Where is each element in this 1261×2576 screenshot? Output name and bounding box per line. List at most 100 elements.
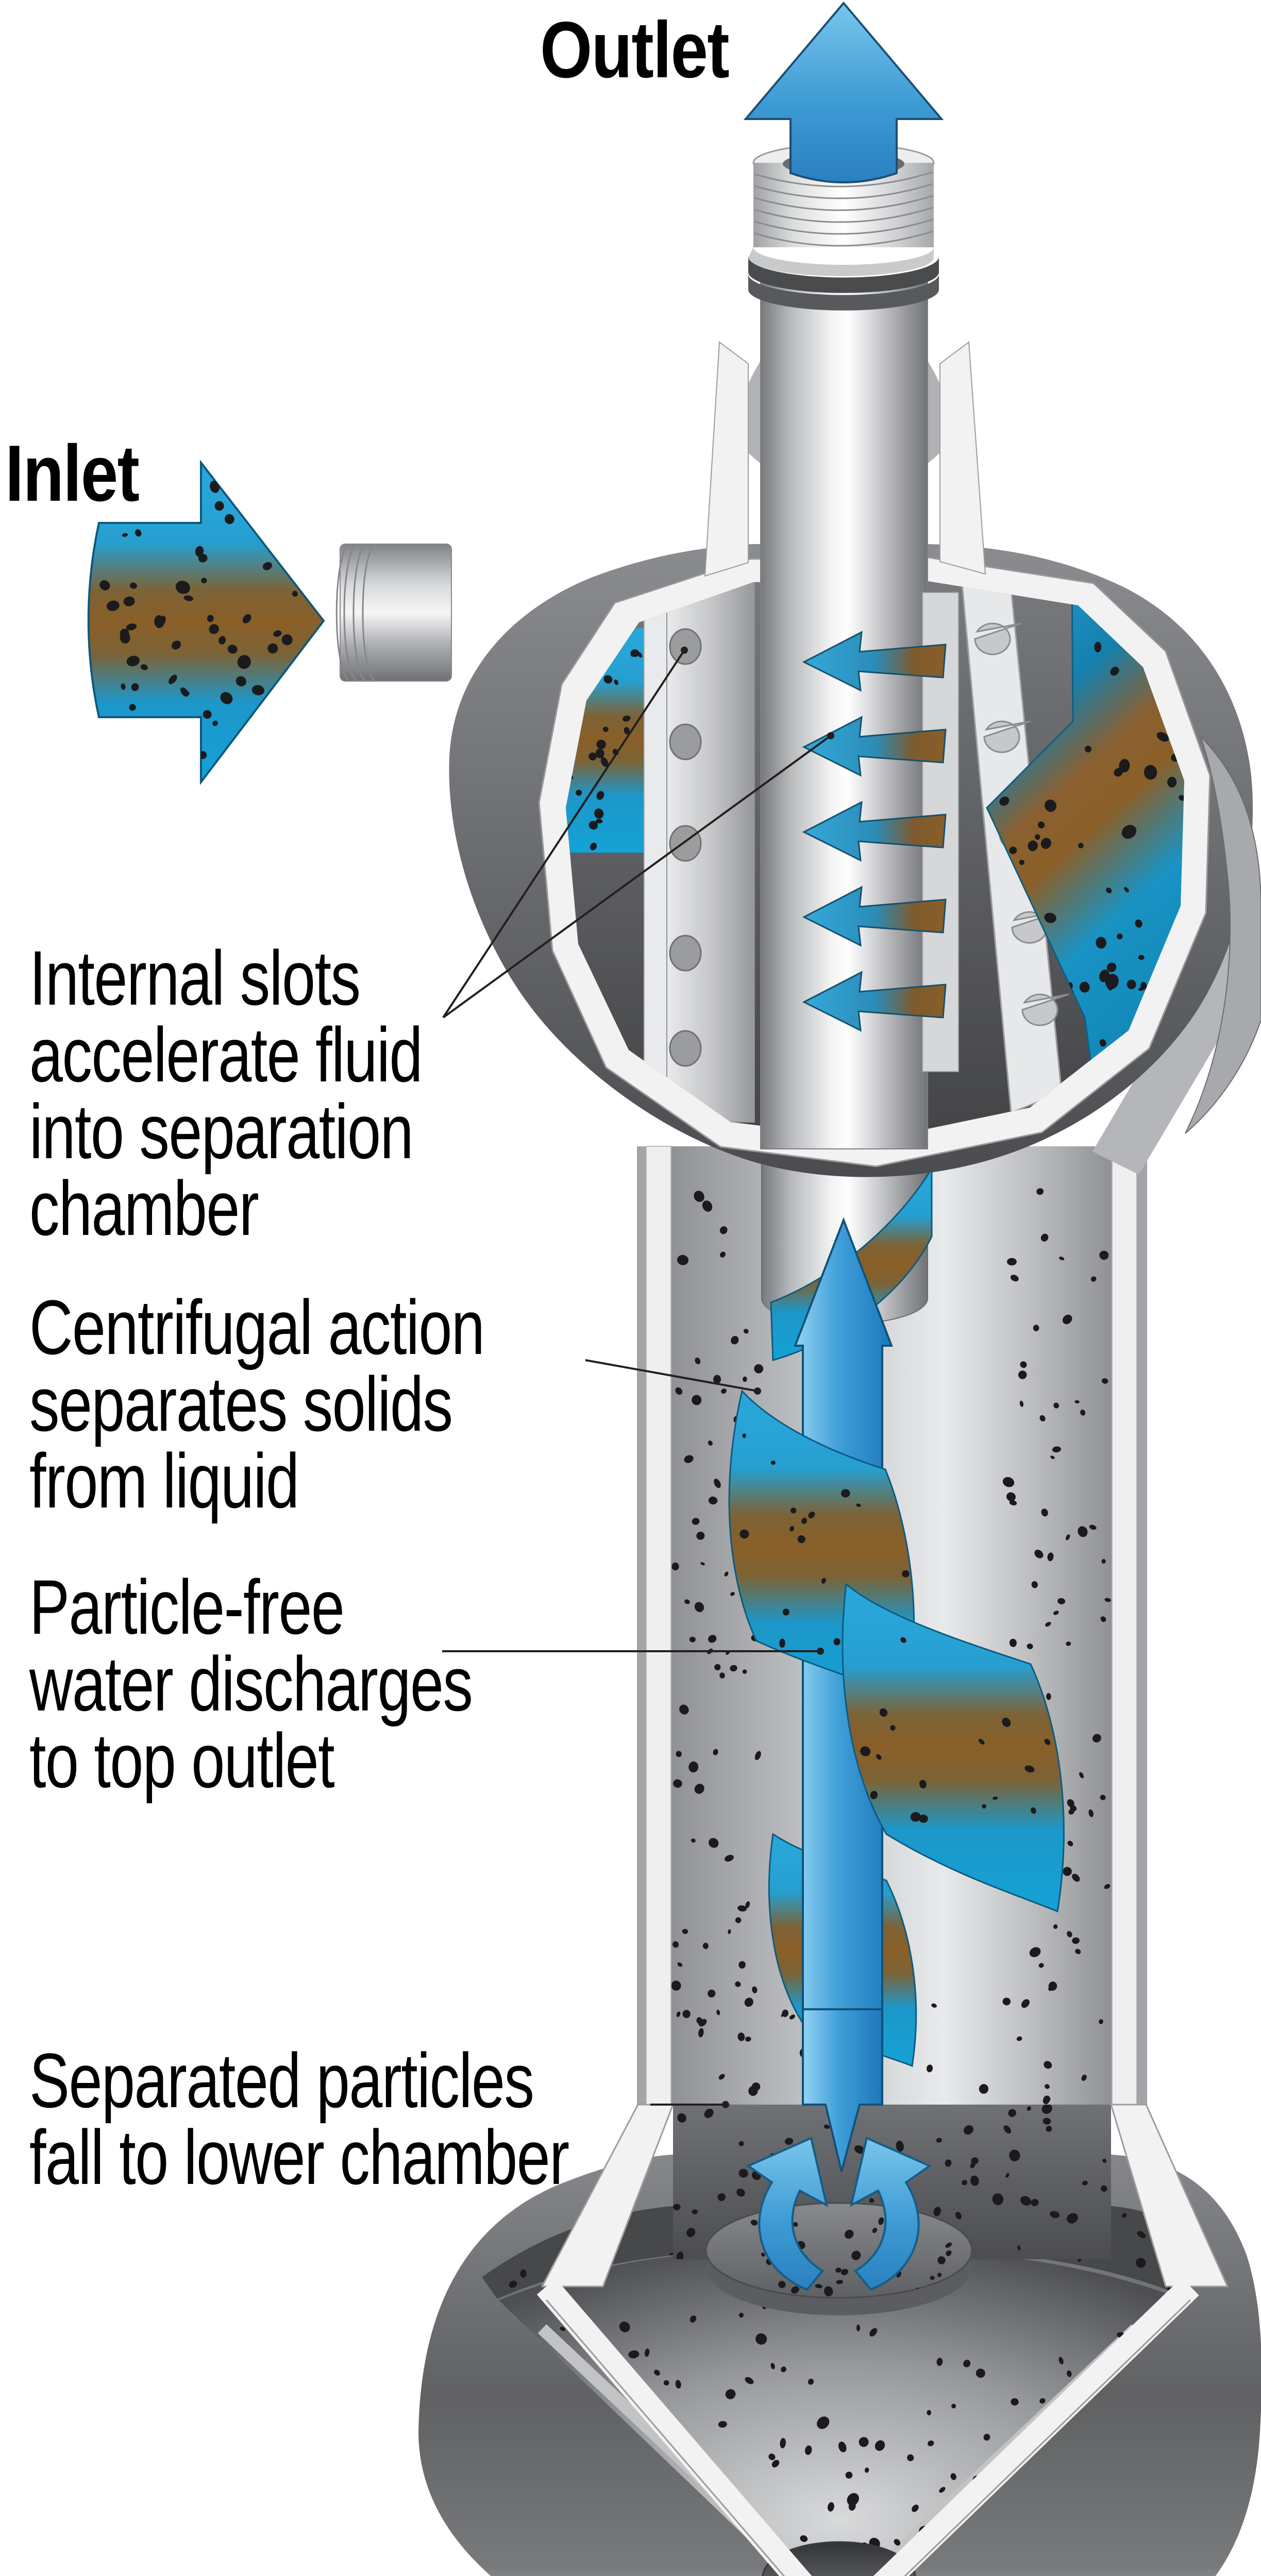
particle-speckle — [692, 2209, 698, 2214]
particle-speckle — [870, 1790, 878, 1800]
particle-speckle — [1003, 2125, 1012, 2134]
particle-speckle — [1096, 937, 1106, 949]
particle-speckle — [1135, 919, 1142, 928]
particle-speckle — [682, 1929, 688, 1934]
inlet-label: Inlet — [5, 429, 139, 518]
particle-speckle — [910, 1812, 921, 1822]
particle-speckle — [1099, 1039, 1106, 1047]
particle-speckle — [937, 2256, 946, 2265]
particle-speckle — [1028, 840, 1038, 852]
particle-speckle — [718, 2074, 725, 2080]
particle-speckle — [1102, 2158, 1107, 2163]
particle-speckle — [894, 2539, 901, 2546]
particle-speckle — [672, 1941, 679, 1948]
particle-speckle — [281, 555, 287, 562]
particle-speckle — [937, 2273, 942, 2277]
chamber-casing-right — [1112, 1146, 1137, 2106]
particle-speckle — [797, 1535, 805, 1544]
particle-speckle — [1039, 1415, 1046, 1421]
particle-speckle — [789, 1526, 795, 1532]
particle-speckle — [931, 2003, 937, 2008]
particle-speckle — [520, 2269, 527, 2278]
thread-line — [754, 230, 933, 247]
particle-speckle — [1039, 2398, 1046, 2404]
particle-speckle — [738, 2168, 748, 2178]
particle-speckle — [979, 2084, 988, 2094]
particle-speckle — [824, 2286, 833, 2297]
particle-speckle — [1002, 1477, 1015, 1487]
particle-speckle — [99, 580, 110, 590]
particle-speckle — [1024, 1765, 1035, 1773]
particle-speckle — [116, 751, 127, 762]
label-line: Particle-free — [29, 1564, 344, 1650]
particle-speckle — [833, 1638, 840, 1646]
inlet-assembly — [87, 460, 452, 785]
particle-speckle — [1094, 641, 1102, 653]
particle-speckle — [890, 1725, 896, 1731]
particle-speckle — [860, 1746, 871, 1756]
particle-speckle — [698, 2028, 704, 2038]
particle-speckle — [1101, 1378, 1108, 1384]
particle-speckle — [1027, 1643, 1033, 1650]
particle-speckle — [1138, 955, 1145, 960]
thread-line — [754, 183, 933, 199]
particle-speckle — [1067, 2213, 1078, 2224]
particle-speckle — [1019, 1400, 1024, 1407]
particle-speckle — [1047, 1552, 1054, 1562]
particle-speckle — [1088, 1809, 1094, 1817]
particle-speckle — [1027, 2106, 1032, 2111]
particle-speckle — [1121, 825, 1137, 839]
particle-speckle — [227, 645, 238, 654]
particle-speckle — [1100, 1794, 1106, 1801]
particle-speckle — [203, 710, 212, 719]
particle-speckle — [281, 698, 291, 710]
particle-speckle — [719, 1226, 728, 1234]
particle-speckle — [1052, 1446, 1062, 1453]
particle-speckle — [737, 1905, 747, 1912]
particle-speckle — [936, 2358, 943, 2366]
particle-speckle — [673, 1779, 682, 1788]
particle-speckle — [154, 750, 162, 756]
particle-speckle — [951, 2403, 956, 2409]
particle-speckle — [1099, 1250, 1109, 1260]
particle-speckle — [725, 2389, 736, 2399]
particle-speckle — [1053, 1611, 1059, 1615]
particle-speckle — [1040, 838, 1051, 849]
separated-particles-label: Separated particles fall to lower chambe… — [29, 2037, 569, 2200]
particle-speckle — [1067, 2370, 1072, 2377]
particle-speckle — [782, 1608, 789, 1616]
particle-speckle — [1067, 1931, 1072, 1938]
particle-speckle — [856, 2324, 861, 2332]
particle-speckle — [201, 578, 207, 584]
particle-speckle — [1002, 1718, 1011, 1727]
particle-speckle — [800, 2535, 808, 2542]
particle-speckle — [708, 1989, 716, 1998]
inlet-port — [340, 544, 452, 682]
particle-speckle — [928, 2440, 934, 2447]
particle-speckle — [821, 1578, 826, 1584]
particle-speckle — [1122, 2213, 1127, 2218]
particle-speckle — [1041, 1509, 1048, 1517]
particle-speckle — [1089, 1524, 1097, 1530]
particle-speckle — [771, 2460, 780, 2468]
particle-speckle — [838, 2442, 847, 2452]
particle-speckle — [595, 748, 604, 758]
particle-speckle — [983, 2434, 990, 2441]
particle-speckle — [1079, 981, 1090, 993]
particle-speckle — [851, 2250, 861, 2260]
particle-speckle — [1106, 887, 1112, 893]
particle-speckle — [1106, 962, 1117, 972]
particle-speckle — [1090, 1276, 1097, 1282]
particle-speckle — [1005, 2173, 1010, 2178]
particle-speckle — [1063, 1314, 1072, 1325]
separation-chamber — [637, 1135, 1147, 2172]
particle-speckle — [628, 2350, 640, 2359]
particle-speckle — [1078, 842, 1084, 849]
particle-speckle — [188, 515, 195, 523]
particle-speckle — [1007, 1258, 1017, 1266]
particle-speckle — [945, 2242, 952, 2248]
particle-speckle — [1072, 1937, 1080, 1944]
particle-speckle — [188, 730, 197, 740]
particle-speckle — [691, 1838, 696, 1843]
particle-speckle — [976, 2368, 985, 2378]
